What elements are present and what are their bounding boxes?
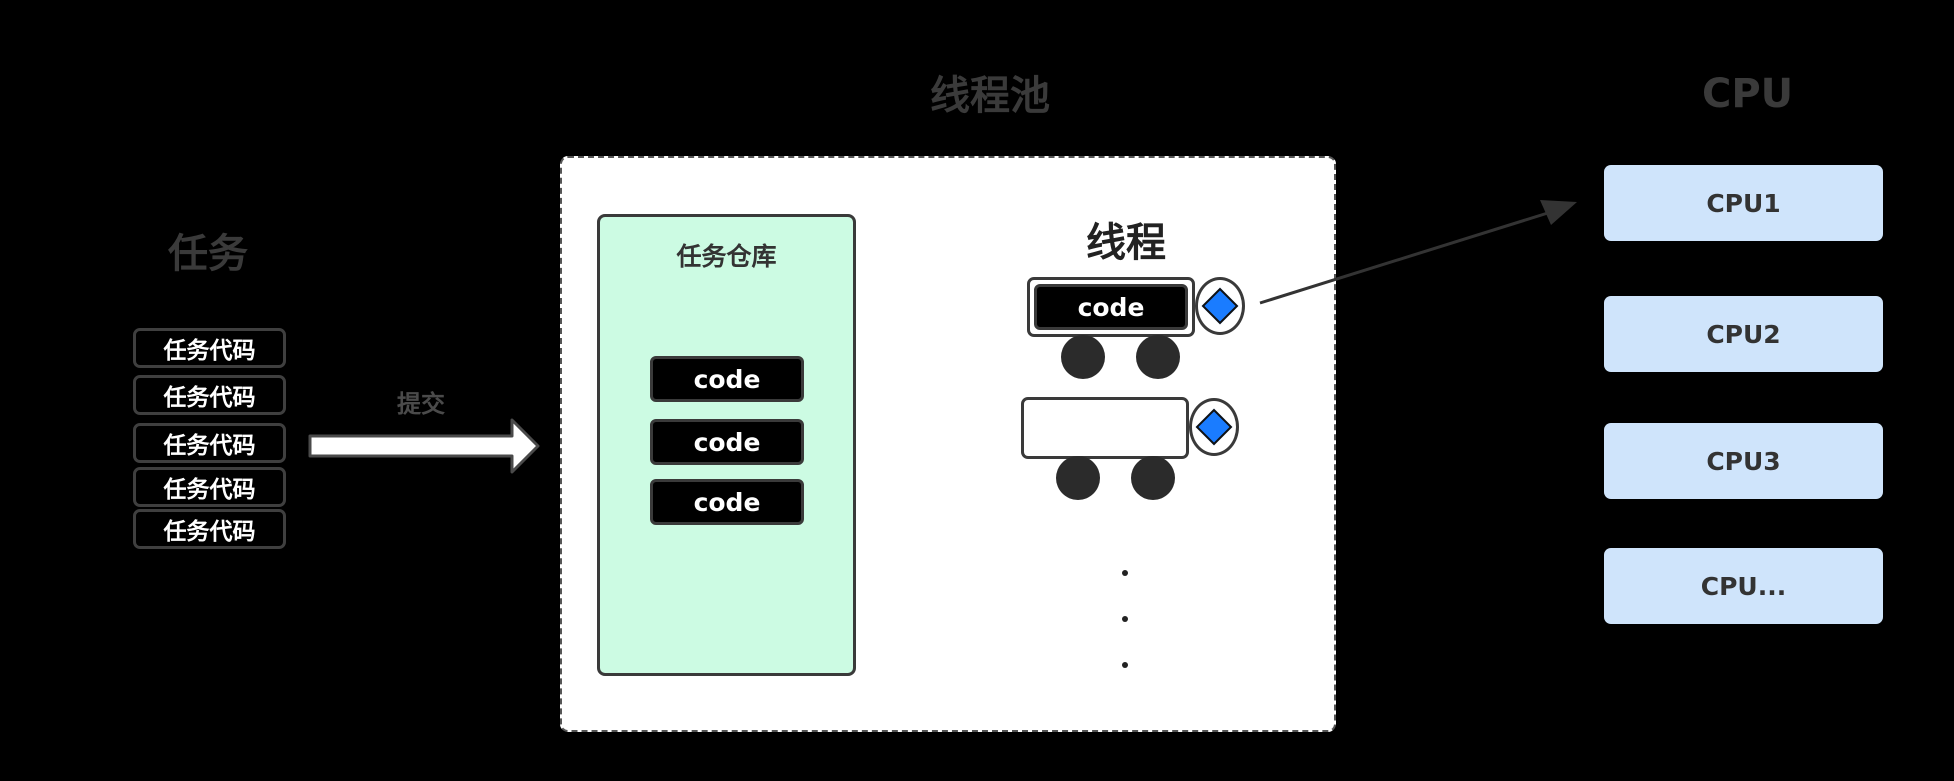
thread-wheel-icon (1131, 456, 1175, 500)
thread-wheel-icon (1056, 456, 1100, 500)
tasks-title: 任务 (168, 231, 248, 277)
submit-arrow-icon (308, 418, 540, 474)
task-code-item: 任务代码 (133, 467, 286, 507)
task-code-item: 任务代码 (133, 328, 286, 368)
thread-to-cpu-arrow-icon (1259, 200, 1577, 305)
task-repository-title: 任务仓库 (676, 242, 777, 271)
thread-wheel-icon (1061, 335, 1105, 379)
cpu-title: CPU (1702, 71, 1794, 117)
thread-wheel-icon (1136, 335, 1180, 379)
cpu-box: CPU1 (1604, 165, 1883, 241)
cpu-box: CPU... (1604, 548, 1883, 624)
repository-code-block: code (650, 419, 804, 465)
cpu-box: CPU2 (1604, 296, 1883, 372)
thread-code-block: code (1034, 284, 1188, 330)
task-code-item: 任务代码 (133, 423, 286, 463)
submit-label: 提交 (397, 390, 445, 418)
cpu-box: CPU3 (1604, 423, 1883, 499)
ellipsis-dot (1122, 570, 1128, 576)
thread-pool-title: 线程池 (930, 73, 1050, 119)
task-code-item: 任务代码 (133, 375, 286, 415)
ellipsis-dot (1122, 616, 1128, 622)
thread-title: 线程 (1086, 220, 1166, 266)
repository-code-block: code (650, 479, 804, 525)
task-code-item: 任务代码 (133, 509, 286, 549)
thread-body (1021, 397, 1189, 459)
ellipsis-dot (1122, 662, 1128, 668)
repository-code-block: code (650, 356, 804, 402)
task-repository (597, 214, 856, 676)
